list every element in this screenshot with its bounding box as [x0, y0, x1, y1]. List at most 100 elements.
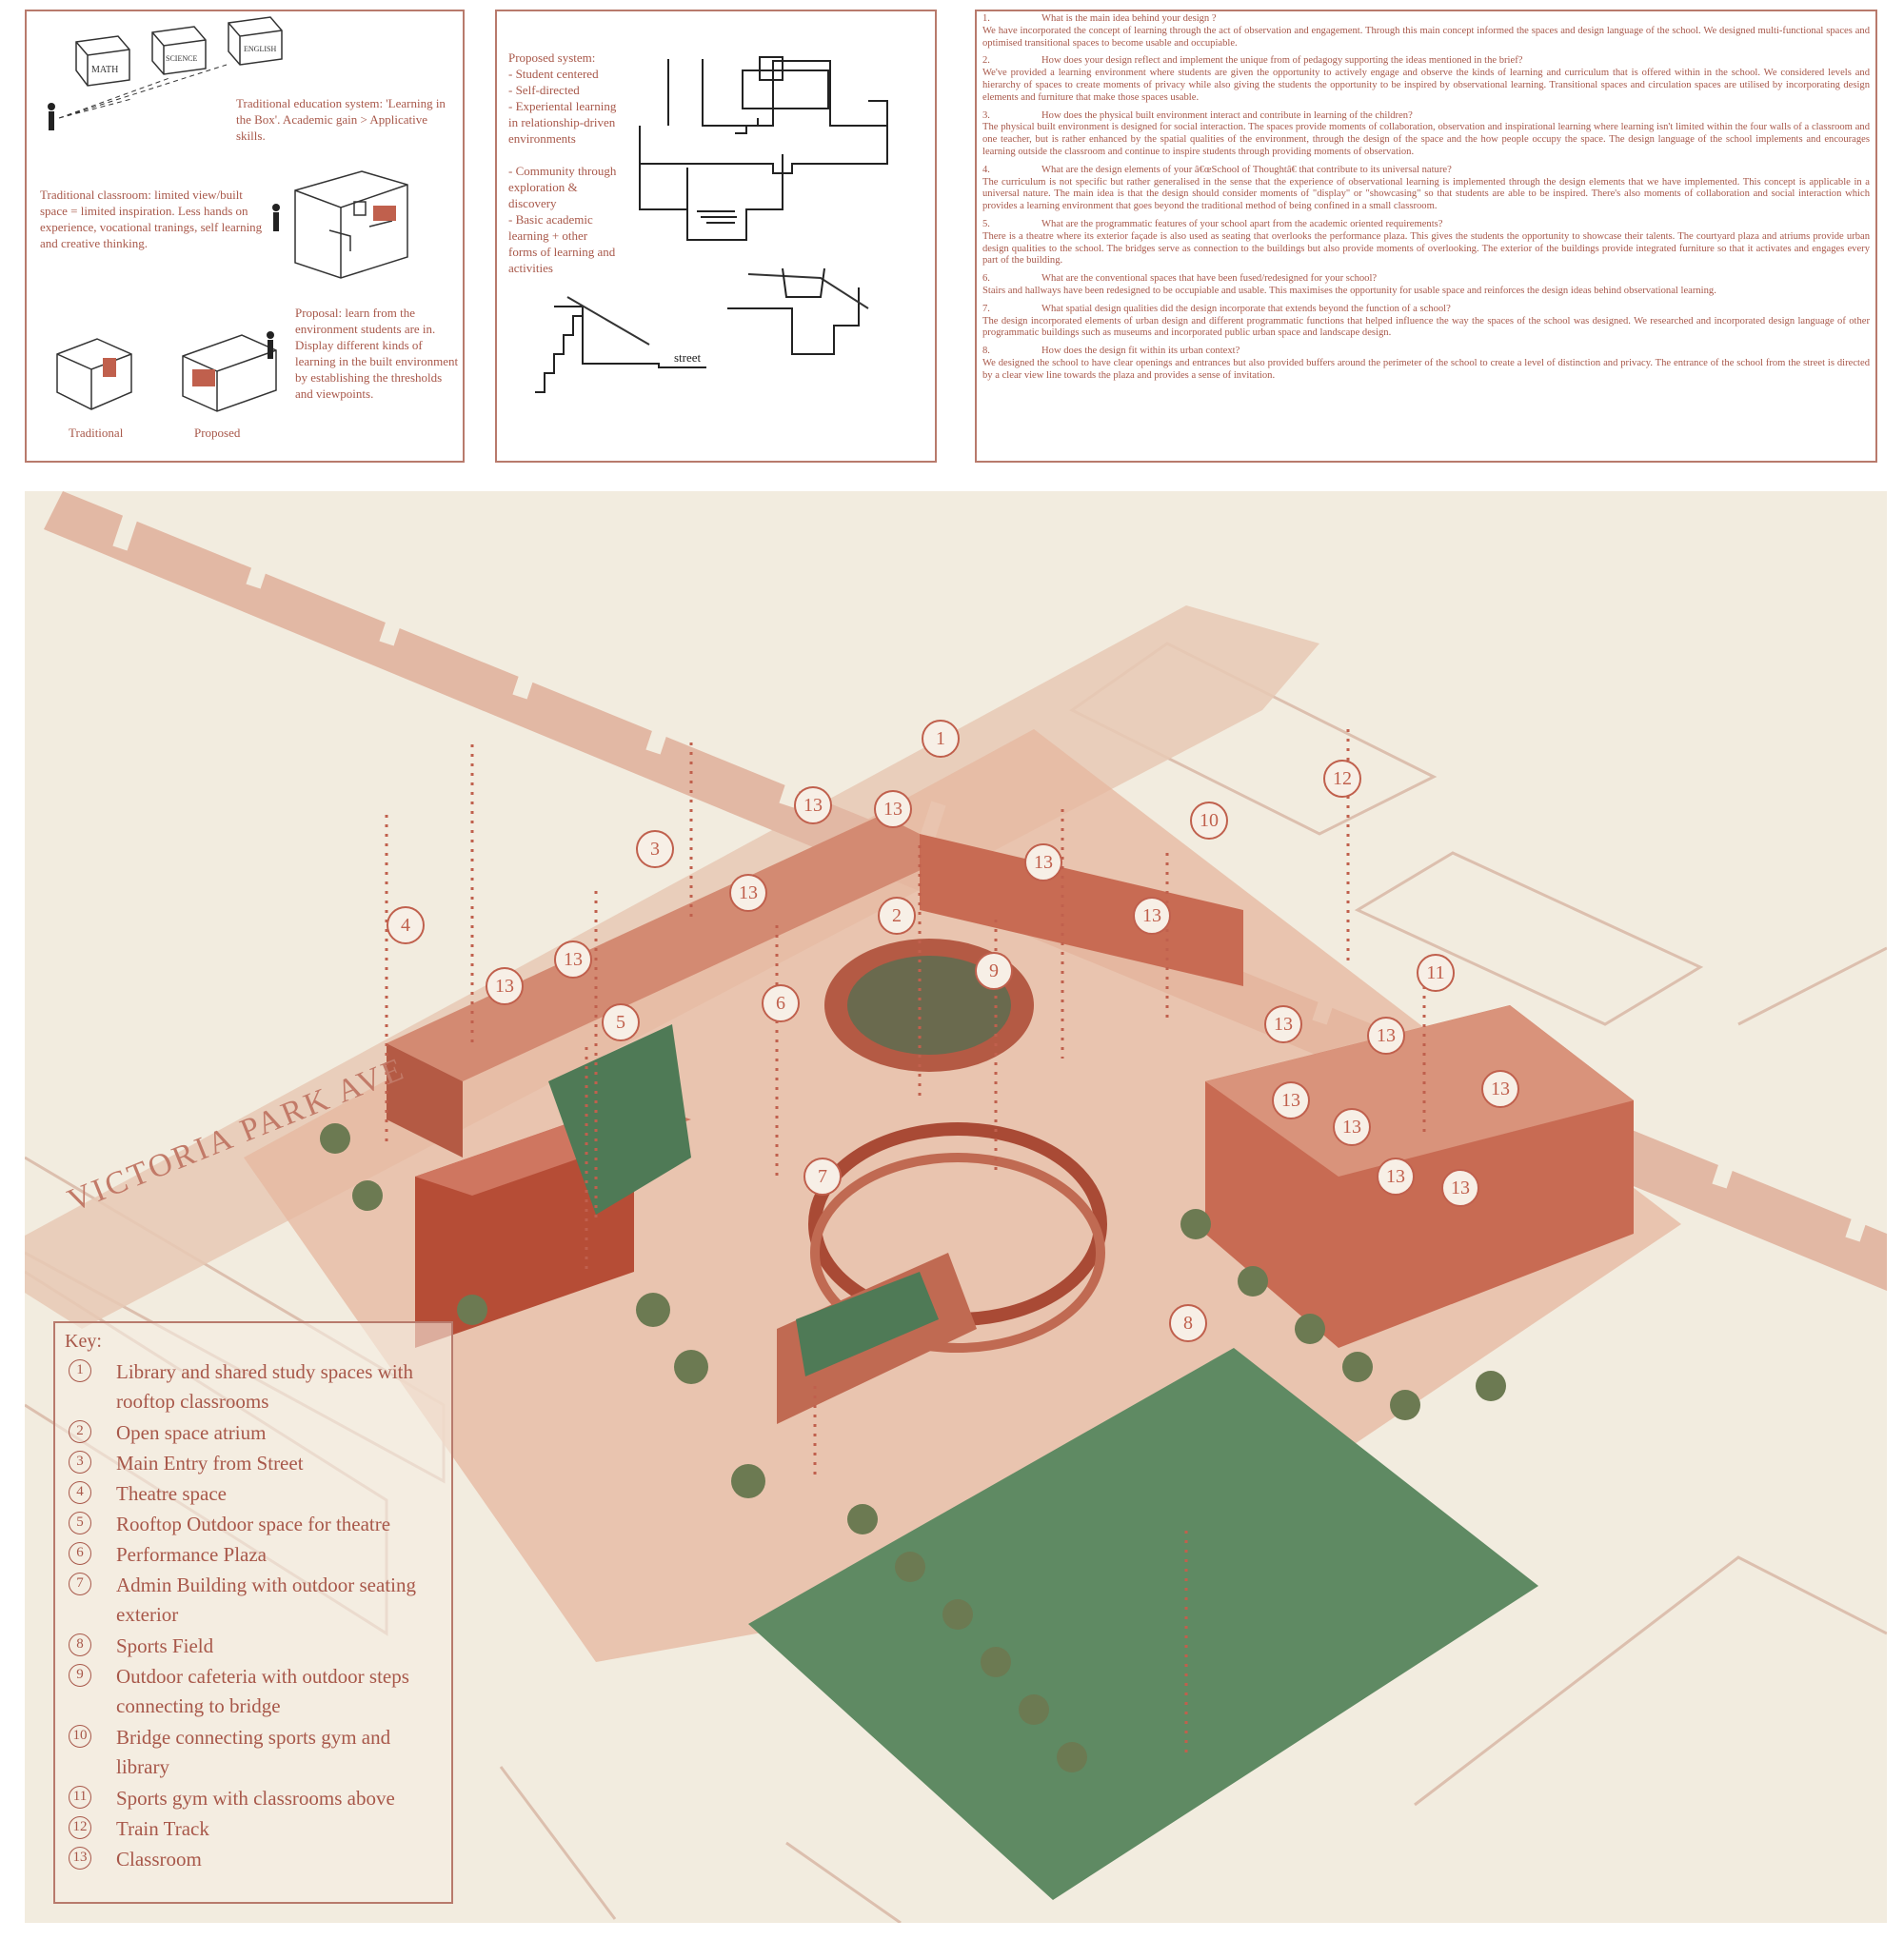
section-sketch-1	[639, 56, 888, 241]
key-label: Outdoor cafeteria with outdoor steps con…	[116, 1665, 409, 1717]
marker-13[interactable]: 13	[486, 967, 524, 1005]
key-label: Performance Plaza	[116, 1543, 268, 1566]
qa-number: 2.	[982, 55, 990, 67]
section-sketch-2: street	[535, 296, 706, 393]
qa-item: 4. What are the design elements of your â…	[982, 165, 1870, 213]
person-figure-3	[267, 331, 274, 359]
traditional-box-fill	[103, 358, 116, 377]
qa-question-text: What are the conventional spaces that ha…	[1041, 273, 1378, 285]
qa-number: 8.	[982, 346, 990, 357]
qa-answer: We've provided a learning environment wh…	[982, 68, 1870, 103]
key-label: Theatre space	[116, 1482, 228, 1505]
marker-13[interactable]: 13	[794, 786, 832, 824]
key-number: 2	[69, 1420, 91, 1443]
admin-green-roof	[796, 1272, 939, 1376]
key-title: Key:	[65, 1331, 102, 1352]
qa-question-text: What is the main idea behind your design…	[1041, 13, 1217, 24]
marker-1[interactable]: 1	[922, 720, 960, 758]
qa-answer: The physical built environment is design…	[982, 122, 1870, 157]
key-label: Bridge connecting sports gym and library	[116, 1726, 391, 1778]
qa-item: 8. How does the design fit within its urb…	[982, 346, 1870, 382]
marker-13[interactable]: 13	[729, 874, 767, 912]
box-label-english: ENGLISH	[244, 45, 276, 53]
qa-answer: There is a theatre where its exterior fa…	[982, 230, 1870, 267]
qa-answer: The curriculum is not specific but rathe…	[982, 176, 1870, 212]
gym-roof	[1205, 1005, 1634, 1177]
qa-question: 5. What are the programmatic features of …	[982, 219, 1870, 231]
concept-panel: MATH SCIENCE ENGLISH Traditional educati…	[25, 10, 465, 463]
qa-item: 3. How does the physical built environmen…	[982, 110, 1870, 159]
tree-row	[320, 1123, 1506, 1772]
qa-number: 3.	[982, 109, 990, 121]
marker-12[interactable]: 12	[1323, 760, 1361, 798]
qa-question: 2. How does your design reflect and imple…	[982, 55, 1870, 68]
proposed-item: - Student centered	[508, 67, 599, 81]
qa-number: 6.	[982, 273, 990, 285]
marker-13[interactable]: 13	[874, 790, 912, 828]
marker-13[interactable]: 13	[1133, 897, 1171, 935]
key-label: Admin Building with outdoor seating exte…	[116, 1574, 416, 1626]
marker-13[interactable]: 13	[554, 940, 592, 979]
proposed-heading: Proposed system:	[508, 50, 596, 65]
key-label: Train Track	[116, 1817, 209, 1840]
proposal-text: Proposal: learn from the environment stu…	[295, 306, 459, 401]
qa-item: 1. What is the main idea behind your desi…	[982, 13, 1870, 49]
key-number: 6	[69, 1542, 91, 1565]
qa-question-text: What are the programmatic features of yo…	[1041, 218, 1443, 229]
marker-13[interactable]: 13	[1264, 1005, 1302, 1043]
marker-13[interactable]: 13	[1481, 1070, 1519, 1108]
proposed-box-fill	[192, 369, 215, 386]
marker-3[interactable]: 3	[636, 830, 674, 868]
bridge-bar	[920, 834, 1243, 986]
key-number: 10	[69, 1725, 91, 1748]
box-label-science: SCIENCE	[166, 54, 197, 63]
proposed-item: - Self-directed	[508, 83, 580, 97]
marker-13[interactable]: 13	[1272, 1081, 1310, 1119]
site-axonometric: VICTORIA PARK AVE 1 2 3 4 5 6 7 8 9 10 1…	[25, 491, 1887, 1923]
qa-panel: 1. What is the main idea behind your desi…	[975, 10, 1877, 463]
traditional-classroom-text: Traditional classroom: limited view/buil…	[40, 188, 263, 250]
key-label: Rooftop Outdoor space for theatre	[116, 1513, 391, 1535]
marker-13[interactable]: 13	[1377, 1158, 1415, 1196]
north-bar-side	[387, 1043, 463, 1158]
qa-question: 7.What spatial design qualities did the …	[982, 304, 1870, 316]
qa-item: 5. What are the programmatic features of …	[982, 219, 1870, 267]
qa-number: 5.	[982, 218, 990, 229]
marker-10[interactable]: 10	[1190, 802, 1228, 840]
qa-number: 1.	[982, 13, 990, 24]
marker-9[interactable]: 9	[975, 952, 1013, 990]
qa-answer: Stairs and hallways have been redesigned…	[982, 285, 1716, 296]
key-number: 13	[69, 1847, 91, 1870]
section-sketches: street	[535, 56, 888, 393]
marker-2[interactable]: 2	[878, 897, 916, 935]
marker-7[interactable]: 7	[803, 1158, 842, 1196]
marker-13[interactable]: 13	[1367, 1017, 1405, 1055]
marker-6[interactable]: 6	[762, 984, 800, 1022]
marker-13[interactable]: 13	[1024, 843, 1062, 881]
theatre-rooftop-green	[548, 1024, 691, 1215]
proposed-item: - Basic academic learning + other forms …	[508, 212, 616, 275]
traditional-label: Traditional	[69, 426, 124, 440]
qa-question-text: How does the physical built environment …	[1041, 109, 1413, 121]
key-number: 9	[69, 1664, 91, 1687]
qa-question: 4. What are the design elements of your â…	[982, 165, 1870, 177]
marker-13[interactable]: 13	[1441, 1169, 1479, 1207]
marker-4[interactable]: 4	[387, 906, 425, 944]
qa-question-text: What are the design elements of your â€œ…	[1041, 164, 1452, 175]
classroom-sketch	[294, 170, 408, 279]
qa-item: 2. How does your design reflect and imple…	[982, 55, 1870, 104]
person-figure	[48, 103, 55, 130]
marker-11[interactable]: 11	[1417, 954, 1455, 992]
site-drawing	[25, 491, 1887, 1923]
key-label: Open space atrium	[116, 1421, 267, 1444]
marker-8[interactable]: 8	[1169, 1304, 1207, 1342]
qa-question-text: How does the design fit within its urban…	[1041, 346, 1240, 357]
qa-question: 3. How does the physical built environmen…	[982, 110, 1870, 123]
key-label: Main Entry from Street	[116, 1452, 304, 1475]
qa-number: 4.	[982, 164, 990, 175]
key-number: 5	[69, 1512, 91, 1534]
qa-question-text: How does your design reflect and impleme…	[1041, 55, 1523, 67]
marker-5[interactable]: 5	[602, 1003, 640, 1041]
key-label: Library and shared study spaces with roo…	[116, 1360, 413, 1413]
marker-13[interactable]: 13	[1333, 1108, 1371, 1146]
